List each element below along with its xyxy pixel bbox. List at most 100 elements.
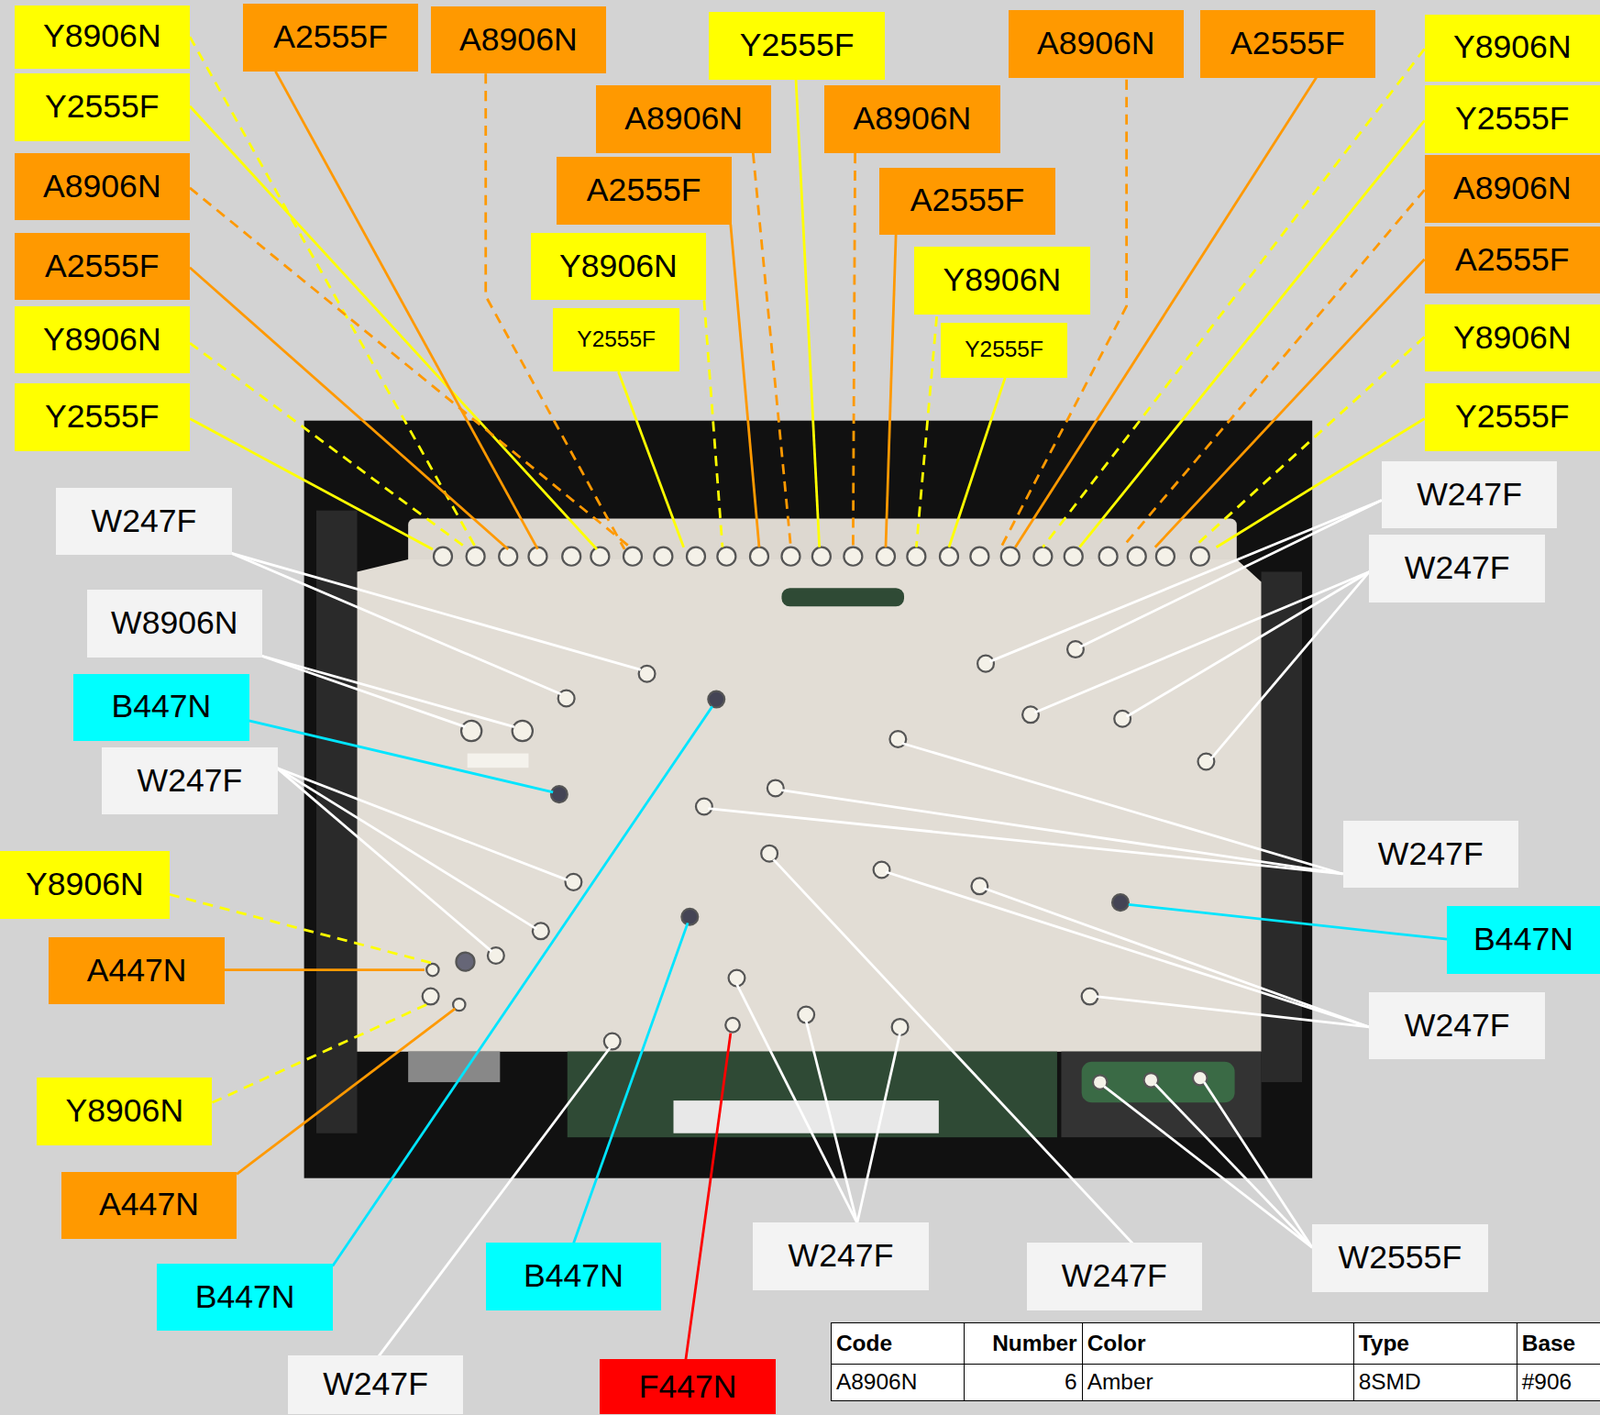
label-text: Y8906N xyxy=(25,868,144,902)
led-code-label: W247F xyxy=(1343,820,1519,888)
label-text: W2555F xyxy=(1338,1241,1463,1275)
led-code-label: Y2555F xyxy=(552,308,680,372)
label-text: A447N xyxy=(87,954,188,988)
led-code-label: Y2555F xyxy=(14,73,190,141)
label-text: W247F xyxy=(1416,478,1523,512)
label-text: A8906N xyxy=(853,102,972,136)
table-header-cell: Color xyxy=(1081,1322,1355,1365)
led-code-label: W247F xyxy=(1381,461,1557,529)
label-text: A8906N xyxy=(1037,27,1156,61)
label-text: B447N xyxy=(110,690,211,724)
led-code-label: W247F xyxy=(1368,534,1545,602)
label-text: Y8906N xyxy=(943,264,1062,298)
led-code-label: A8906N xyxy=(1424,154,1600,222)
led-code-label: W247F xyxy=(55,487,232,555)
table-text: Amber xyxy=(1087,1368,1154,1395)
label-text: Y8906N xyxy=(65,1094,184,1128)
label-text: B447N xyxy=(195,1280,296,1314)
led-code-label: Y2555F xyxy=(1424,85,1600,153)
led-code-label: A8906N xyxy=(430,6,607,74)
led-code-label: Y8906N xyxy=(1424,304,1600,372)
led-code-label: W247F xyxy=(752,1222,928,1290)
led-code-label: W2555F xyxy=(1312,1224,1488,1292)
label-text: A2555F xyxy=(1455,243,1570,277)
led-code-label: Y2555F xyxy=(940,322,1068,378)
led-code-label: Y2555F xyxy=(708,11,884,79)
label-text: Y2555F xyxy=(739,29,855,63)
label-text: Y2555F xyxy=(576,328,656,351)
label-text: A2555F xyxy=(44,250,160,284)
label-text: Y8906N xyxy=(43,323,162,357)
label-text: W247F xyxy=(1061,1259,1168,1293)
label-text: W247F xyxy=(1404,551,1511,585)
led-code-label: A2555F xyxy=(556,156,732,224)
table-header-cell: Number xyxy=(963,1322,1083,1365)
label-text: Y8906N xyxy=(1453,321,1572,355)
led-code-label: W247F xyxy=(1026,1242,1203,1310)
label-text: Y8906N xyxy=(559,250,678,284)
label-text: Y8906N xyxy=(1453,31,1572,65)
led-code-label: Y8906N xyxy=(914,246,1090,314)
label-text: W247F xyxy=(322,1368,429,1402)
label-text: Y2555F xyxy=(1455,102,1570,136)
led-code-label: A2555F xyxy=(1424,226,1600,294)
led-code-label: W247F xyxy=(1368,992,1545,1060)
table-cell: 6 xyxy=(963,1363,1083,1402)
led-code-label: W247F xyxy=(101,747,277,815)
table-cell: A8906N xyxy=(830,1363,965,1402)
table-text: Type xyxy=(1358,1330,1410,1357)
table-text: A8906N xyxy=(836,1368,917,1395)
label-text: Y2555F xyxy=(964,338,1044,361)
table-text: Code xyxy=(836,1330,893,1357)
label-text: A2555F xyxy=(1230,27,1346,61)
led-code-label: Y8906N xyxy=(36,1077,212,1145)
led-code-label: F447N xyxy=(599,1358,775,1414)
label-text: A8906N xyxy=(624,102,743,136)
label-text: W247F xyxy=(91,505,198,539)
table-header-cell: Base xyxy=(1516,1322,1600,1365)
label-text: Y2555F xyxy=(44,400,160,434)
led-code-label: B447N xyxy=(1446,905,1600,973)
table-header-cell: Type xyxy=(1353,1322,1518,1365)
led-code-label: Y8906N xyxy=(0,850,170,918)
led-code-label: A2555F xyxy=(1200,10,1376,78)
led-code-label: A8906N xyxy=(14,153,190,221)
label-text: A8906N xyxy=(459,23,578,57)
led-code-label: W8906N xyxy=(87,589,263,657)
label-text: A2555F xyxy=(910,184,1026,218)
led-code-label: Y8906N xyxy=(14,306,190,374)
table-text: Number xyxy=(992,1330,1077,1357)
led-code-label: B447N xyxy=(485,1242,662,1310)
label-text: W247F xyxy=(788,1239,894,1273)
led-code-label: Y8906N xyxy=(14,5,190,69)
label-text: W247F xyxy=(1404,1009,1511,1043)
table-header-cell: Code xyxy=(830,1322,965,1365)
led-code-label: Y8906N xyxy=(1424,14,1600,82)
label-text: A2555F xyxy=(273,21,388,55)
label-text: A8906N xyxy=(1453,172,1572,206)
led-code-label: A2555F xyxy=(14,232,190,300)
led-code-label: Y2555F xyxy=(14,383,190,451)
label-text: W247F xyxy=(137,764,243,798)
table-text: 8SMD xyxy=(1358,1368,1422,1395)
label-text: Y2555F xyxy=(44,90,160,124)
table-text: 6 xyxy=(1064,1368,1078,1395)
led-code-label: W247F xyxy=(287,1355,464,1415)
label-text: W247F xyxy=(1378,838,1484,872)
led-code-label: B447N xyxy=(73,673,249,741)
led-code-label: A2555F xyxy=(242,3,419,71)
label-text: A447N xyxy=(99,1188,199,1222)
led-code-label: A447N xyxy=(61,1171,237,1239)
label-text: A2555F xyxy=(586,174,702,208)
table-text: #906 xyxy=(1522,1368,1572,1395)
led-code-label: Y8906N xyxy=(530,232,707,300)
label-text: B447N xyxy=(523,1259,624,1293)
label-text: Y2555F xyxy=(1455,400,1570,434)
led-code-label: A2555F xyxy=(879,167,1055,235)
label-text: A8906N xyxy=(43,170,162,204)
label-text: W8906N xyxy=(110,606,239,640)
led-code-label: A447N xyxy=(48,937,224,1005)
table-text: Base xyxy=(1522,1330,1577,1357)
led-code-label: Y2555F xyxy=(1424,383,1600,451)
label-text: Y8906N xyxy=(43,20,162,54)
